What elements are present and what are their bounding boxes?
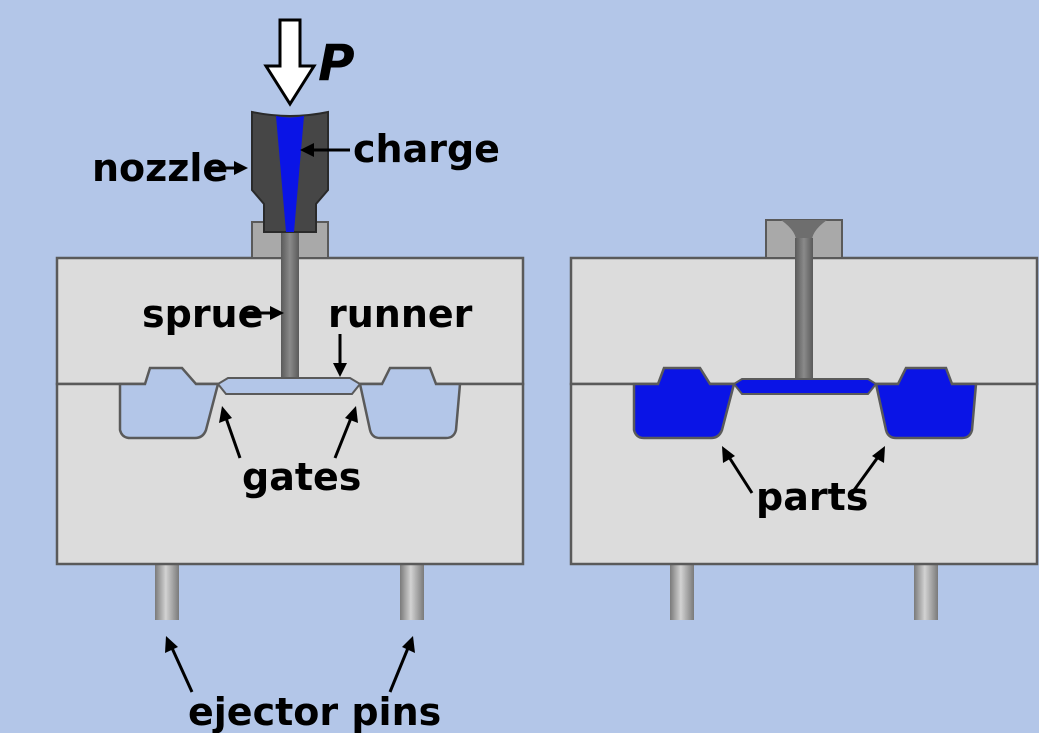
charge-label: charge bbox=[353, 127, 500, 171]
parts-label: parts bbox=[756, 475, 868, 519]
ejector-pins-label: ejector pins bbox=[188, 690, 441, 733]
right-mold-assembly bbox=[569, 219, 1039, 620]
sprue-label: sprue bbox=[142, 292, 263, 336]
runner-label: runner bbox=[328, 292, 473, 336]
sprue-channel-2 bbox=[795, 238, 813, 380]
label-arrows bbox=[165, 143, 885, 693]
left-mold-assembly bbox=[55, 18, 525, 620]
part-right bbox=[874, 366, 978, 440]
part-left bbox=[632, 366, 736, 440]
nozzle-label: nozzle bbox=[92, 146, 228, 190]
gates-label: gates bbox=[242, 455, 361, 499]
pressure-label: P bbox=[318, 34, 355, 92]
sprue-cone-2 bbox=[781, 220, 827, 244]
pressure-arrow-icon bbox=[263, 18, 317, 107]
charge-material bbox=[276, 116, 304, 232]
filled-runner bbox=[732, 378, 878, 395]
cavity-left bbox=[118, 366, 220, 440]
sprue-channel bbox=[281, 232, 299, 380]
cavity-right bbox=[358, 366, 462, 440]
runner-channel bbox=[216, 377, 362, 395]
